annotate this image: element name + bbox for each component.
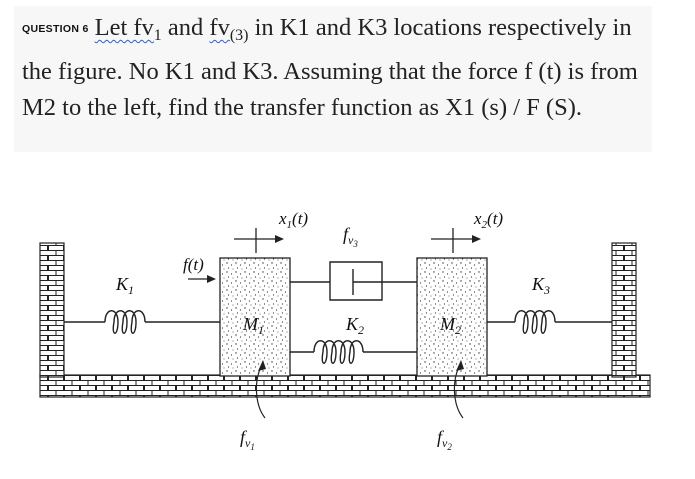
question-segment-4: in K1 and K3 locations respectively in t… [22,14,638,121]
displacement-arrowhead-x2 [472,235,481,243]
label-fv3: fv3 [343,224,358,249]
label-k2: K2 [345,314,364,337]
friction-arrowhead-fv1 [258,360,266,371]
label-m1: M1 [242,314,264,337]
friction-arrowhead-fv2 [456,360,464,371]
displacement-arrow-x1 [234,228,278,253]
right-wall [611,242,637,378]
label-x2: x2(t) [473,209,503,231]
label-k3: K3 [531,274,550,297]
label-x1: x1(t) [278,209,308,231]
mass-m2 [416,257,488,377]
mass-m1 [219,257,291,377]
spring-k2 [290,340,417,364]
damper-fv3 [290,261,417,301]
ground [39,374,651,398]
displacement-arrowhead-x1 [275,235,284,243]
label-fv1: fv1 [240,427,255,452]
question-segment-3: fv(3) [209,14,249,44]
force-arrowhead [207,275,216,283]
question-segment-2: and [161,14,210,41]
displacement-arrow-x2 [431,228,475,253]
label-m2: M2 [439,314,461,337]
question-segment-1: Let fv1 [94,14,162,44]
label-fv2: fv2 [437,427,452,452]
question-box [14,6,652,152]
question-text: QUESTION 6 Let fv1 and fv(3) in K1 and K3… [22,10,642,126]
label-k1: K1 [115,274,134,297]
spring-k3 [487,310,612,334]
spring-k1 [64,310,220,334]
left-wall [39,242,65,378]
question-label: QUESTION 6 [22,23,89,35]
label-force: f(t) [183,255,204,274]
